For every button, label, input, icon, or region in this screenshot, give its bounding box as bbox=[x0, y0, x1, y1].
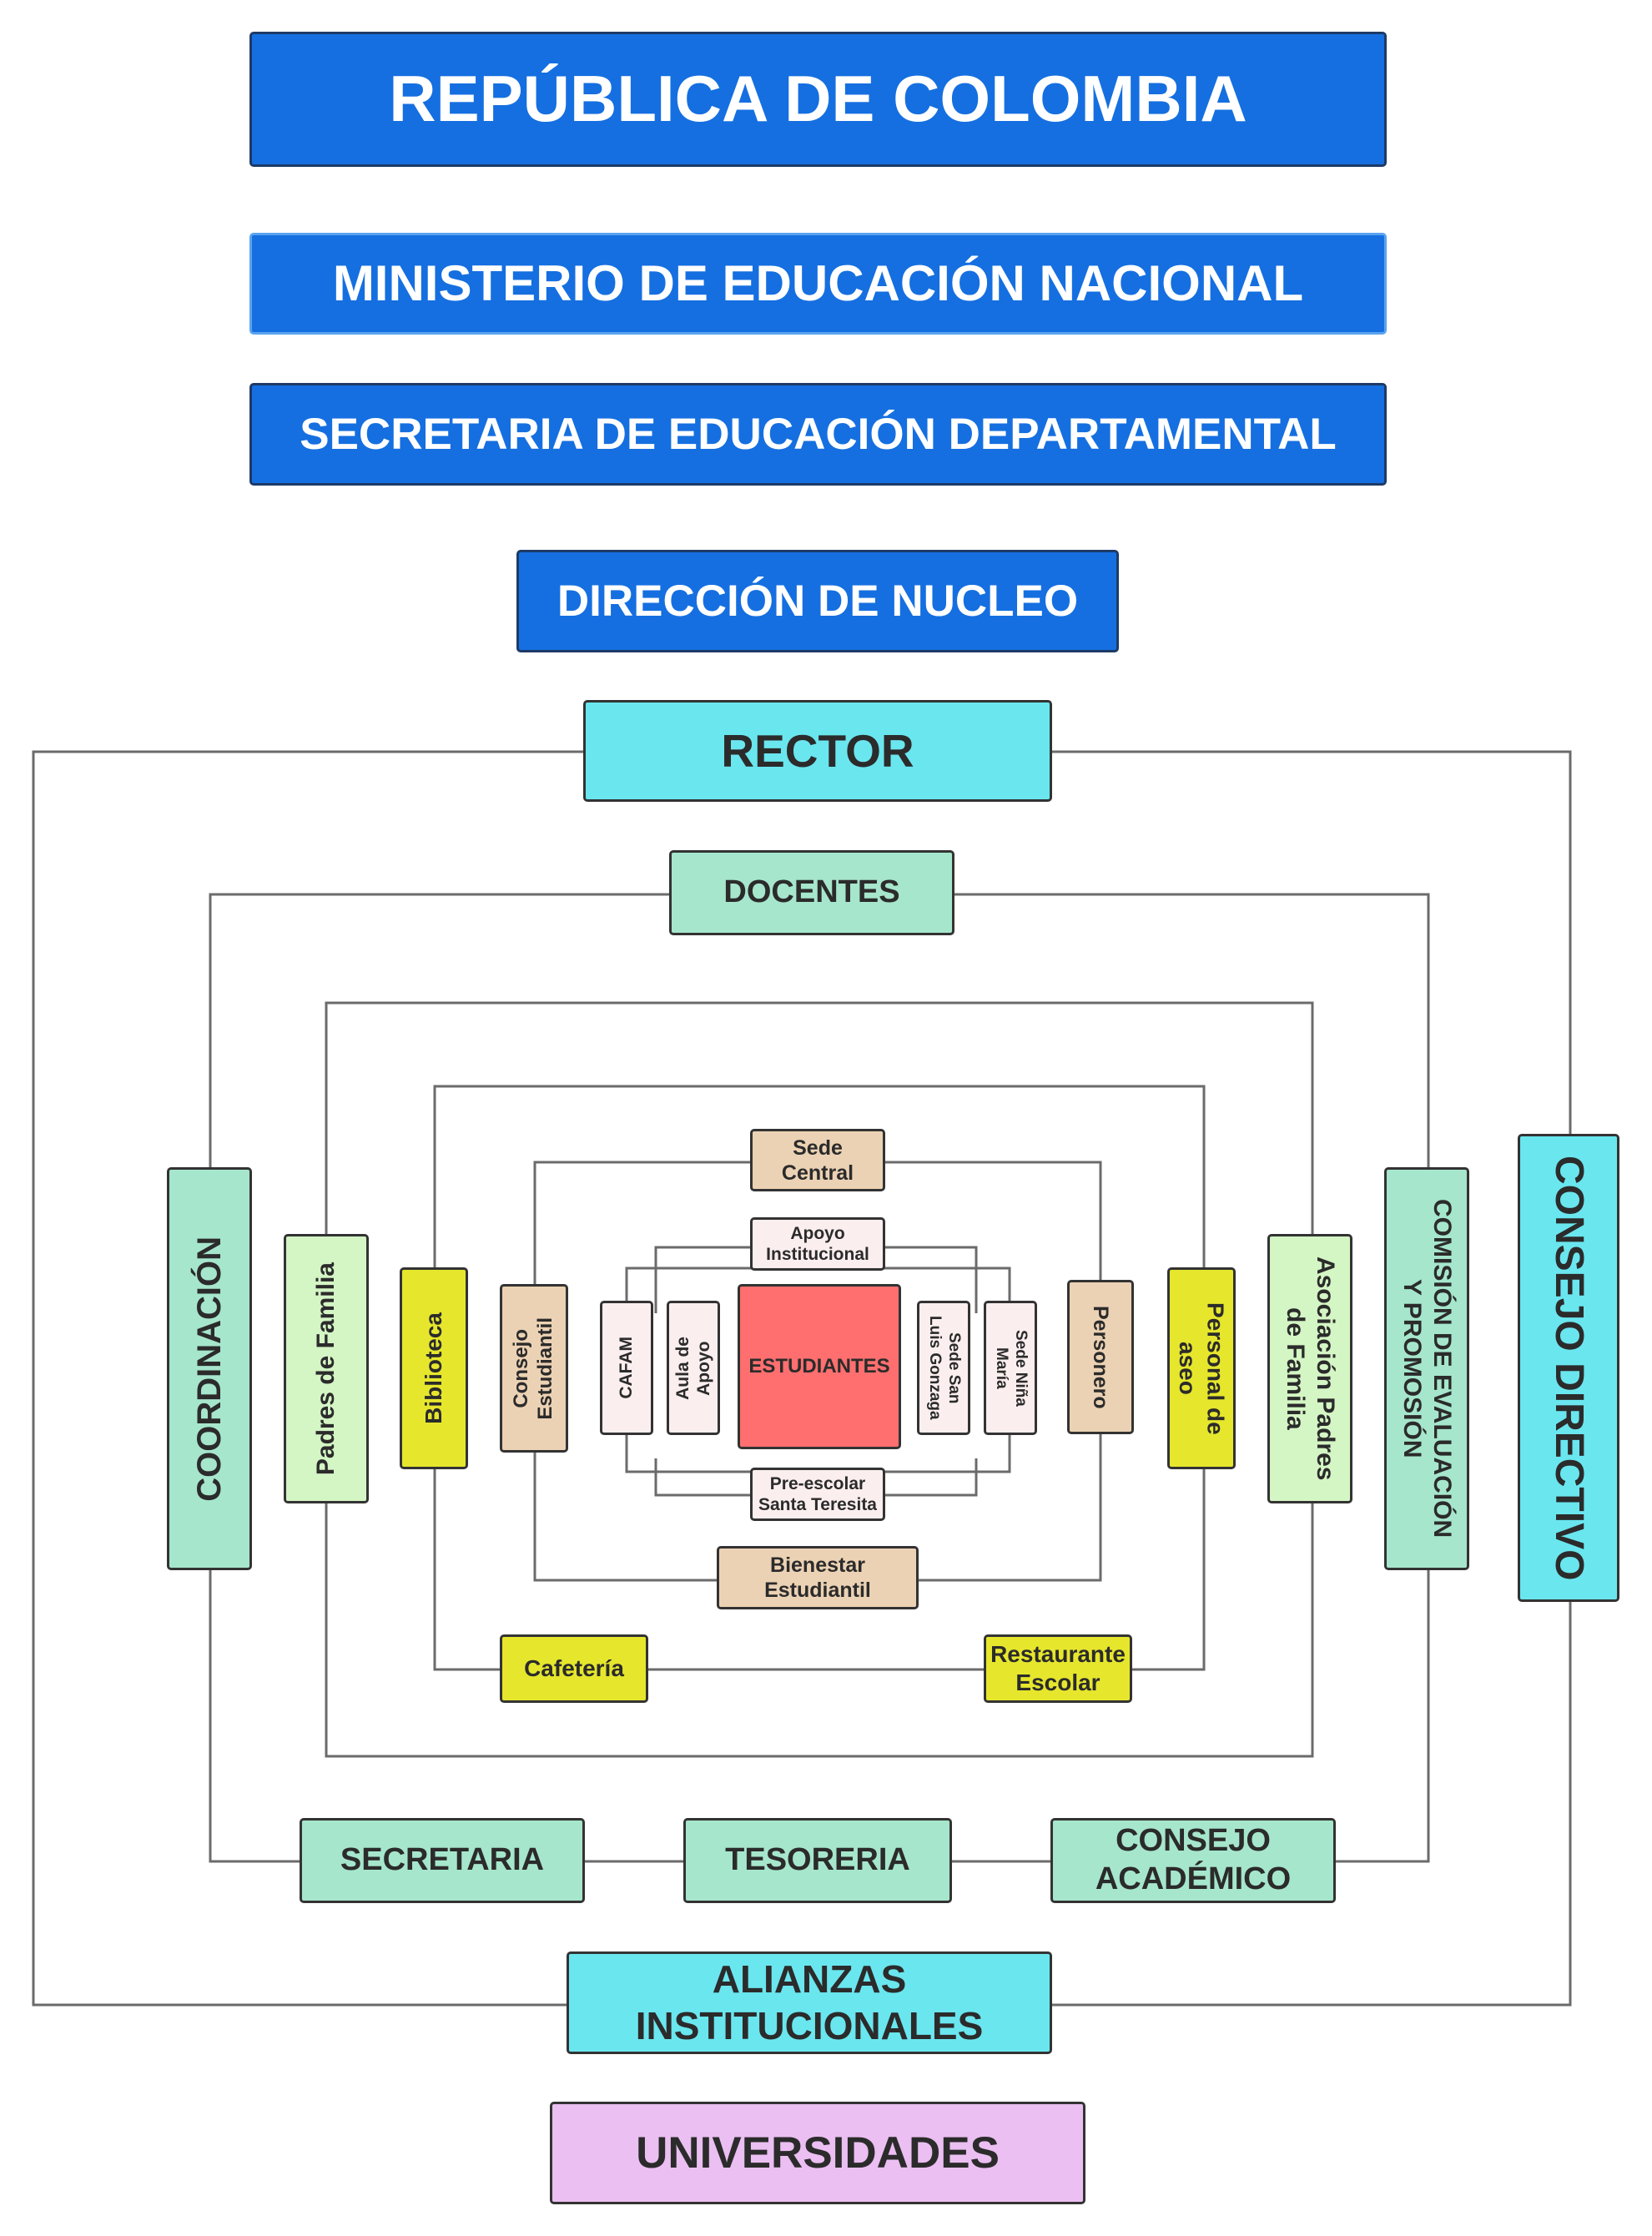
docentes-box: DOCENTES bbox=[669, 850, 954, 935]
direccion-nucleo-box: DIRECCIÓN DE NUCLEO bbox=[516, 550, 1119, 652]
alianzas-label: ALIANZAS INSTITUCIONALES bbox=[635, 1957, 984, 2047]
bienestar-label: Bienestar Estudiantil bbox=[764, 1554, 871, 1602]
padres-familia-label: Padres de Familia bbox=[312, 1262, 340, 1476]
universidades-label: UNIVERSIDADES bbox=[636, 2128, 1000, 2178]
personal-aseo-label: Personal de aseo bbox=[1175, 1302, 1229, 1435]
direccion-nucleo-label: DIRECCIÓN DE NUCLEO bbox=[557, 576, 1079, 626]
ministerio-label: MINISTERIO DE EDUCACIÓN NACIONAL bbox=[332, 255, 1304, 311]
cafam-box: CAFAM bbox=[600, 1301, 653, 1435]
estudiantes-box: ESTUDIANTES bbox=[738, 1284, 901, 1449]
cafeteria-label: Cafetería bbox=[524, 1655, 624, 1682]
bienestar-box: Bienestar Estudiantil bbox=[717, 1546, 919, 1609]
padres-familia-box: Padres de Familia bbox=[284, 1234, 369, 1503]
tesoreria-label: TESORERIA bbox=[725, 1842, 910, 1878]
sede-nina-maria-box: Sede Niña María bbox=[984, 1301, 1037, 1435]
comision-label: COMISIÓN DE EVALUACIÓN Y PROMOSIÓN bbox=[1398, 1199, 1456, 1539]
secretaria-departamental-box: SECRETARIA DE EDUCACIÓN DEPARTAMENTAL bbox=[249, 383, 1387, 486]
preescolar-box: Pre-escolar Santa Teresita bbox=[750, 1468, 885, 1521]
sede-san-luis-label: Sede San Luis Gonzaga bbox=[926, 1316, 963, 1420]
personal-aseo-box: Personal de aseo bbox=[1167, 1267, 1236, 1469]
republica-label: REPÚBLICA DE COLOMBIA bbox=[389, 62, 1247, 136]
estudiantes-label: ESTUDIANTES bbox=[748, 1354, 890, 1377]
secretaria-box: SECRETARIA bbox=[300, 1818, 585, 1903]
alianzas-box: ALIANZAS INSTITUCIONALES bbox=[567, 1951, 1052, 2054]
comision-box: COMISIÓN DE EVALUACIÓN Y PROMOSIÓN bbox=[1384, 1167, 1469, 1570]
consejo-directivo-box: CONSEJO DIRECTIVO bbox=[1518, 1134, 1619, 1602]
biblioteca-label: Biblioteca bbox=[421, 1312, 447, 1424]
apoyo-institucional-box: Apoyo Institucional bbox=[750, 1217, 885, 1271]
consejo-academico-box: CONSEJO ACADÉMICO bbox=[1050, 1818, 1336, 1903]
ministerio-box: MINISTERIO DE EDUCACIÓN NACIONAL bbox=[249, 233, 1387, 335]
coordinacion-box: COORDINACIÓN bbox=[167, 1167, 252, 1570]
aula-apoyo-box: Aula de Apoyo bbox=[667, 1301, 720, 1435]
republica-box: REPÚBLICA DE COLOMBIA bbox=[249, 32, 1387, 167]
secretaria-departamental-label: SECRETARIA DE EDUCACIÓN DEPARTAMENTAL bbox=[300, 409, 1337, 459]
rector-box: RECTOR bbox=[583, 700, 1052, 802]
cafeteria-box: Cafetería bbox=[500, 1634, 648, 1703]
biblioteca-box: Biblioteca bbox=[400, 1267, 468, 1469]
universidades-box: UNIVERSIDADES bbox=[550, 2102, 1085, 2204]
coordinacion-label: COORDINACIÓN bbox=[191, 1236, 228, 1502]
tesoreria-box: TESORERIA bbox=[683, 1818, 952, 1903]
consejo-estudiantil-box: Consejo Estudiantil bbox=[500, 1284, 568, 1453]
consejo-academico-label: CONSEJO ACADÉMICO bbox=[1095, 1823, 1292, 1896]
restaurante-box: Restaurante Escolar bbox=[984, 1634, 1132, 1703]
sede-central-box: Sede Central bbox=[750, 1129, 885, 1191]
restaurante-label: Restaurante Escolar bbox=[990, 1641, 1126, 1695]
apoyo-institucional-label: Apoyo Institucional bbox=[766, 1223, 869, 1264]
sede-central-label: Sede Central bbox=[781, 1136, 854, 1185]
consejo-directivo-label: CONSEJO DIRECTIVO bbox=[1546, 1155, 1591, 1581]
asociacion-padres-label: Asociación Padres de Familia bbox=[1282, 1256, 1339, 1481]
docentes-label: DOCENTES bbox=[723, 874, 900, 910]
secretaria-label: SECRETARIA bbox=[340, 1842, 545, 1878]
personero-box: Personero bbox=[1067, 1280, 1134, 1434]
sede-nina-maria-label: Sede Niña María bbox=[993, 1329, 1030, 1407]
cafam-label: CAFAM bbox=[617, 1337, 637, 1399]
consejo-estudiantil-label: Consejo Estudiantil bbox=[510, 1317, 557, 1420]
personero-label: Personero bbox=[1089, 1305, 1112, 1409]
sede-san-luis-box: Sede San Luis Gonzaga bbox=[917, 1301, 970, 1435]
rector-label: RECTOR bbox=[721, 725, 914, 777]
preescolar-label: Pre-escolar Santa Teresita bbox=[758, 1473, 877, 1514]
asociacion-padres-box: Asociación Padres de Familia bbox=[1267, 1234, 1352, 1503]
aula-apoyo-label: Aula de Apoyo bbox=[672, 1336, 713, 1400]
